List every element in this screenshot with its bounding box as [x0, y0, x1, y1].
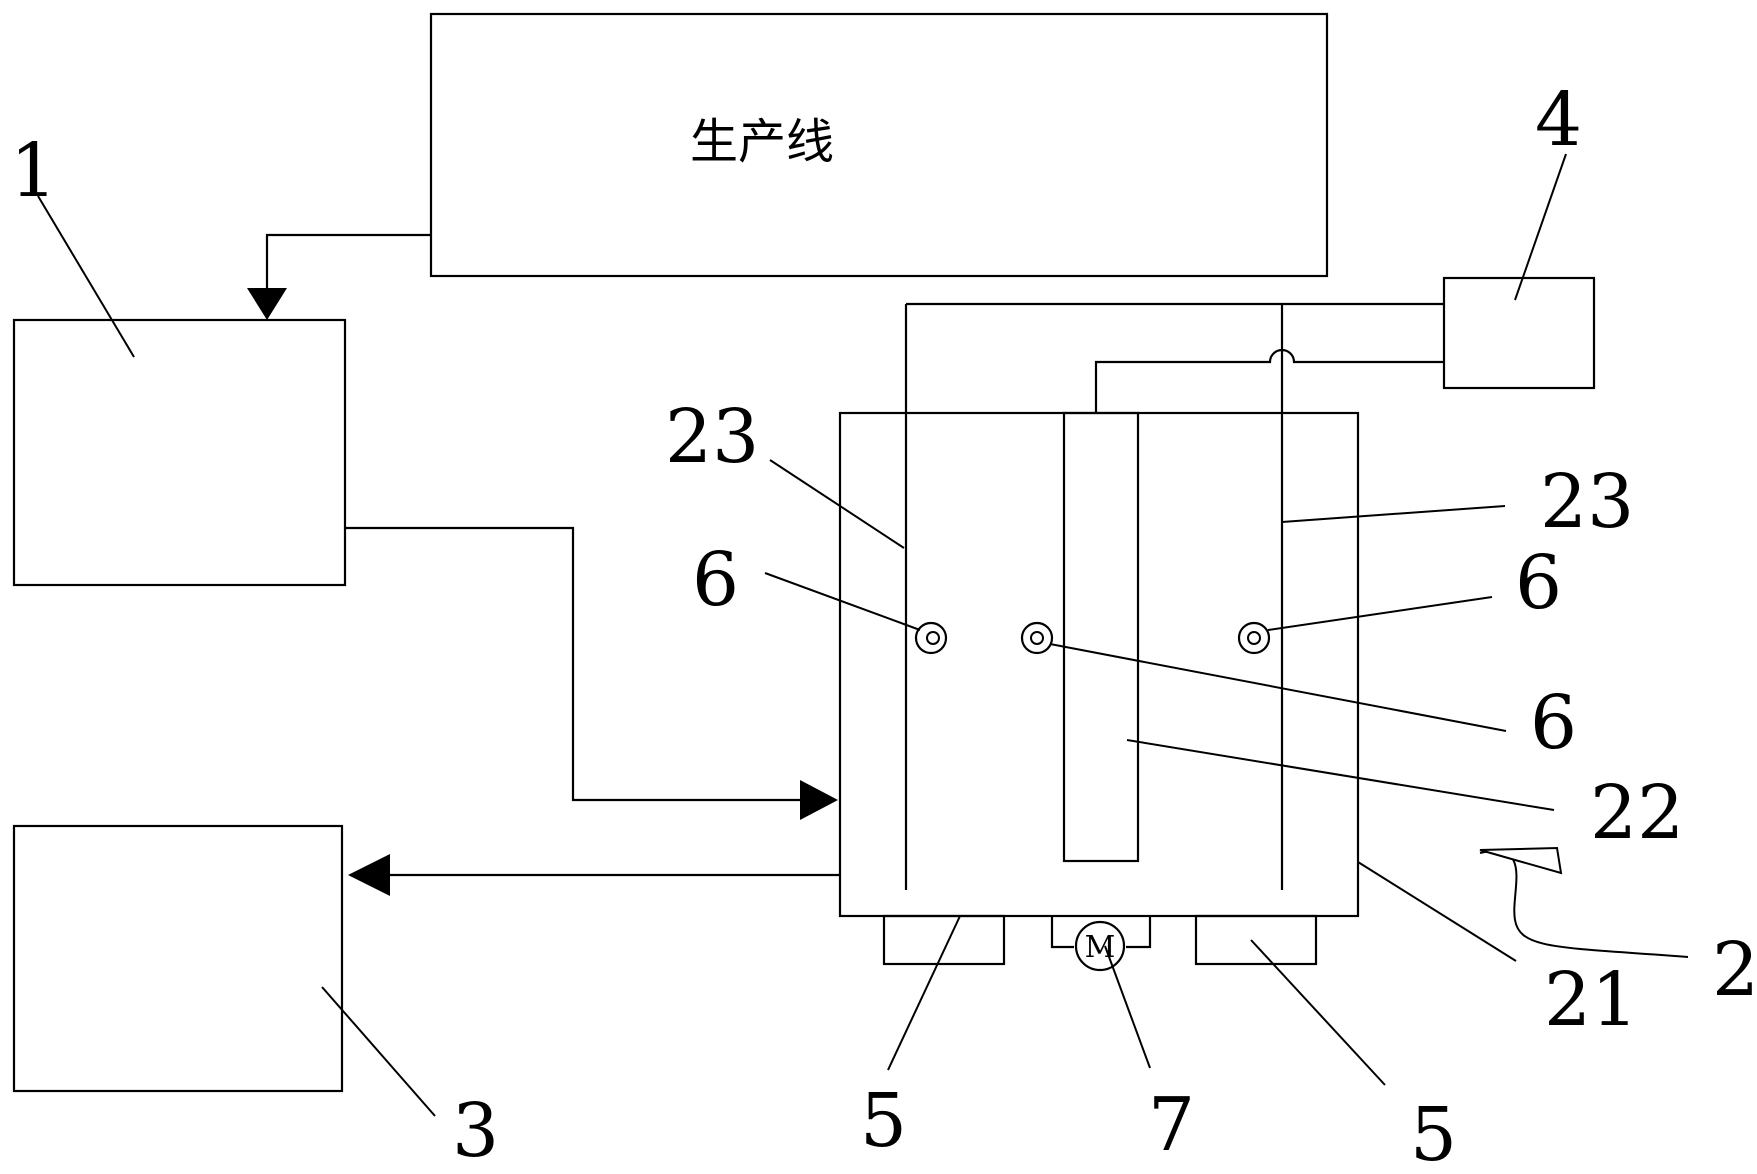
wire-second [1094, 348, 1444, 413]
box-4 [1442, 276, 1596, 390]
callout-7: 7 [1148, 1082, 1195, 1168]
box-3 [12, 824, 344, 1093]
production-line-block: 生产线 [429, 12, 1329, 278]
sensor-6-middle [1020, 621, 1054, 655]
flow-line-to-box-1 [265, 233, 431, 290]
leader-23-right [1281, 505, 1506, 523]
leader-6-middle [1049, 643, 1507, 732]
callout-6-right: 6 [1515, 540, 1562, 626]
leader-5-right [1250, 939, 1386, 1086]
production-line-label: 生产线 [690, 114, 834, 170]
callout-4: 4 [1535, 77, 1582, 163]
leader-21 [1357, 861, 1517, 962]
leader-3 [321, 986, 436, 1117]
box-1 [12, 318, 347, 587]
arrow-to-tank [800, 780, 838, 820]
pointer-2 [1479, 846, 1563, 875]
arrow-to-box-1 [247, 288, 287, 320]
callout-6-middle: 6 [1530, 680, 1577, 766]
tank-2: M [838, 304, 1360, 972]
leader-4 [1514, 153, 1567, 301]
sensor-6-right [1237, 621, 1271, 655]
heater-5-left [882, 914, 1006, 966]
leader-7 [1104, 945, 1151, 1069]
heater-5-right [1194, 914, 1318, 966]
callout-21: 21 [1544, 957, 1638, 1043]
callout-2: 2 [1712, 927, 1757, 1013]
leader-2 [1479, 850, 1689, 958]
leader-22 [1126, 739, 1555, 811]
leader-1 [37, 195, 135, 358]
callout-3: 3 [452, 1088, 499, 1174]
leader-23-left [769, 459, 905, 549]
arrow-to-box-3 [348, 854, 390, 896]
leader-6-left [764, 572, 921, 631]
leader-6-right [1267, 596, 1493, 631]
flow-line-to-tank [345, 526, 805, 802]
motor-bracket [1050, 916, 1152, 949]
callout-5-left: 5 [860, 1078, 907, 1164]
callout-23-right: 23 [1540, 459, 1634, 545]
callout-1: 1 [10, 128, 57, 214]
callout-6-left: 6 [692, 537, 739, 623]
callout-23-left: 23 [665, 394, 759, 480]
production-line-box [429, 12, 1329, 278]
sensor-6-left [914, 621, 948, 655]
leader-5-left [887, 915, 961, 1071]
tank-body-21 [838, 411, 1360, 918]
callout-5-right: 5 [1410, 1092, 1457, 1174]
motor-circle [1074, 920, 1126, 972]
callout-22: 22 [1590, 770, 1684, 856]
plate-22 [1062, 411, 1140, 863]
motor-7: M [1074, 920, 1126, 972]
